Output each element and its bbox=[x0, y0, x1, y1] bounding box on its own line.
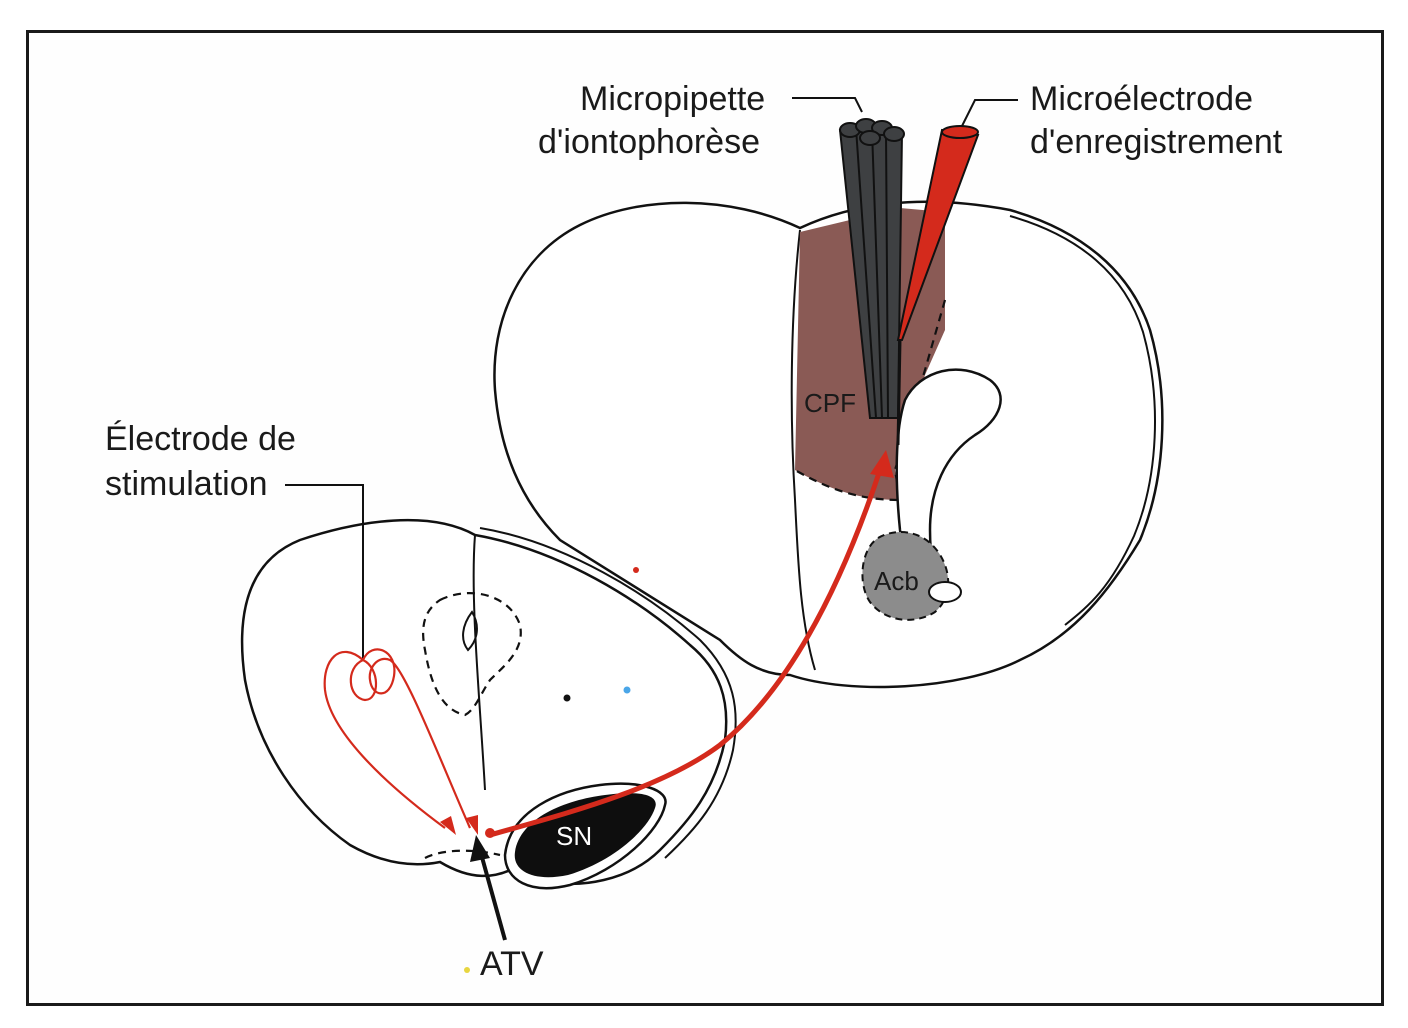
sn-region bbox=[514, 793, 656, 878]
red-dot bbox=[633, 567, 639, 573]
stimulation-arrowheads bbox=[440, 815, 478, 835]
frontal-midline bbox=[790, 229, 816, 671]
blue-dot bbox=[623, 686, 631, 694]
atv-arrow-shaft bbox=[478, 849, 507, 941]
aqueduct bbox=[462, 610, 478, 652]
label-microelectrode-1: Microélectrode bbox=[1030, 80, 1253, 118]
yellow-dot bbox=[464, 967, 470, 973]
acb-region bbox=[861, 531, 950, 621]
frontal-section bbox=[493, 200, 1164, 689]
pathway-arrowhead bbox=[870, 450, 894, 478]
acb-ventricle-tip bbox=[928, 581, 962, 603]
midbrain-midline bbox=[472, 534, 486, 791]
midbrain-dashed-nucleus bbox=[422, 592, 522, 717]
label-stim-1: Électrode de bbox=[105, 420, 296, 458]
black-dot bbox=[563, 694, 571, 702]
micropipette-bundle bbox=[838, 118, 905, 419]
recording-microelectrode bbox=[896, 125, 980, 446]
atv-region bbox=[424, 849, 501, 859]
dopamine-pathway bbox=[489, 469, 883, 838]
label-cpf: CPF bbox=[804, 388, 856, 418]
label-acb: Acb bbox=[874, 566, 919, 596]
label-micropipette-2: d'iontophorèse bbox=[538, 123, 760, 161]
midbrain-outer-edge bbox=[479, 527, 737, 859]
pathway-origin-dot bbox=[485, 828, 495, 838]
label-stim-2: stimulation bbox=[105, 465, 268, 503]
label-sn: SN bbox=[556, 821, 592, 851]
label-atv: ATV bbox=[480, 945, 544, 983]
atv-arrowhead bbox=[470, 835, 490, 862]
frontal-cortex-edge bbox=[1009, 215, 1156, 626]
label-micropipette-1: Micropipette bbox=[580, 80, 765, 118]
leader-lines bbox=[285, 97, 1018, 660]
label-microelectrode-2: d'enregistrement bbox=[1030, 123, 1283, 161]
stimulation-electrode bbox=[323, 648, 472, 829]
